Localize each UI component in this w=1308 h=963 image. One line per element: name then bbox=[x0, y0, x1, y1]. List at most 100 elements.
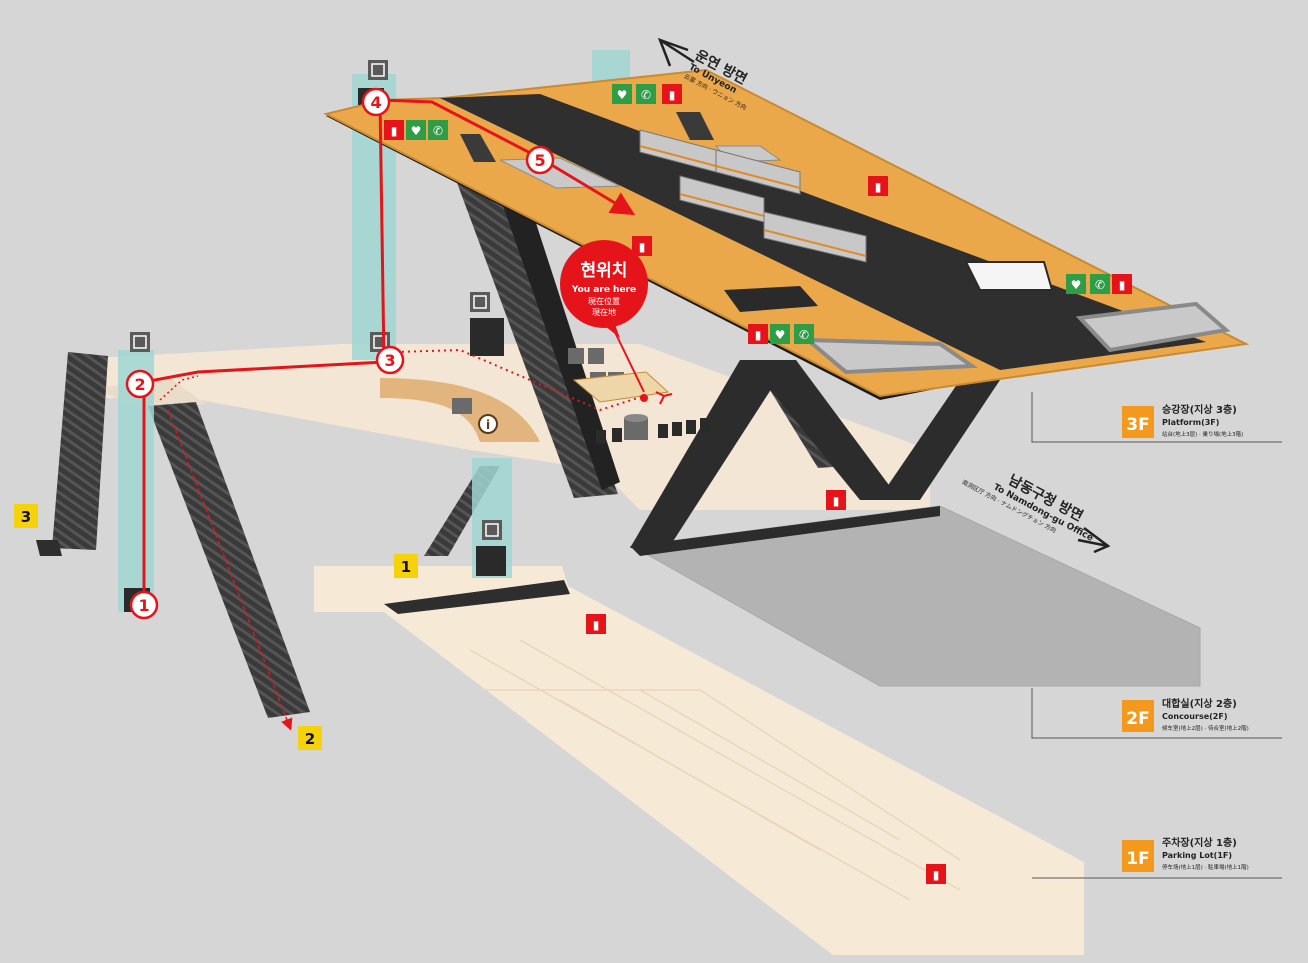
floor-badge: 2F bbox=[1126, 709, 1149, 729]
svg-text:▮: ▮ bbox=[755, 328, 762, 342]
route-step-3: 3 bbox=[375, 345, 405, 375]
fire-extinguisher-icons: ▮ ▮ ▮ ▮ ▮ ▮ ▮ ▮ ▮ bbox=[384, 84, 1132, 884]
parking-lot-floor bbox=[314, 566, 1084, 955]
route-step-5: 5 bbox=[525, 145, 555, 175]
floor-name-ko: 주차장(지상 1층) bbox=[1162, 836, 1237, 849]
fire-extinguisher-icon: ▮ bbox=[868, 176, 888, 196]
ticket-gates bbox=[596, 418, 710, 444]
svg-text:♥: ♥ bbox=[1071, 278, 1082, 292]
floor-name-sub: 候车室(地上2层) · 待合室(地上2階) bbox=[1162, 724, 1249, 732]
emergency-phone-icon: ✆ bbox=[1090, 274, 1110, 294]
transit-card-icon bbox=[452, 398, 472, 414]
you-are-here-cn: 現在位置 bbox=[588, 296, 620, 306]
fire-extinguisher-icon: ▮ bbox=[826, 490, 846, 510]
parking-grid bbox=[469, 639, 961, 901]
fire-extinguisher-icon: ▮ bbox=[926, 864, 946, 884]
svg-text:✆: ✆ bbox=[1095, 278, 1105, 292]
emergency-phone-icon: ✆ bbox=[636, 84, 656, 104]
elevator-icon bbox=[368, 60, 388, 80]
svg-text:▮: ▮ bbox=[933, 868, 940, 882]
floor-name-sub: 停车场(地上1层) · 駐車場(地上1階) bbox=[1162, 863, 1249, 871]
platform-escalator-tops bbox=[460, 112, 714, 162]
svg-text:✆: ✆ bbox=[799, 328, 809, 342]
platform-void-4 bbox=[1075, 301, 1231, 353]
route-step-label: 1 bbox=[138, 596, 149, 615]
elevator-icon bbox=[470, 292, 490, 312]
emergency-phone-icon: ✆ bbox=[794, 324, 814, 344]
svg-text:♥: ♥ bbox=[775, 328, 786, 342]
svg-text:✆: ✆ bbox=[433, 124, 443, 138]
route-step-label: 3 bbox=[384, 351, 395, 370]
elevator-icon bbox=[130, 332, 150, 352]
left-stairs bbox=[36, 352, 310, 718]
exit-badges: 3 1 2 bbox=[14, 504, 418, 750]
arrow-up-left-icon bbox=[657, 37, 695, 67]
fire-extinguisher-icon: ▮ bbox=[748, 324, 768, 344]
floor-name-sub: 站台(地上3层) · 乗り場(地上3階) bbox=[1162, 430, 1243, 438]
exit-number: 1 bbox=[401, 558, 411, 576]
concourse-facilities: i bbox=[452, 348, 710, 444]
route-step-label: 4 bbox=[370, 93, 381, 112]
fire-extinguisher-icon: ▮ bbox=[662, 84, 682, 104]
fire-extinguisher-icon: ▮ bbox=[632, 236, 652, 256]
svg-text:✆: ✆ bbox=[641, 88, 651, 102]
aed-icon: ♥ bbox=[1066, 274, 1086, 294]
svg-text:▮: ▮ bbox=[593, 618, 600, 632]
elevator-icon bbox=[482, 520, 502, 540]
floor-badge: 1F bbox=[1126, 849, 1149, 869]
svg-text:▮: ▮ bbox=[875, 180, 882, 194]
route-step-label: 5 bbox=[534, 151, 545, 170]
route-step-1: 1 bbox=[129, 590, 159, 620]
platform-void-5 bbox=[964, 261, 1054, 291]
svg-text:▮: ▮ bbox=[669, 88, 676, 102]
floor-badge: 3F bbox=[1126, 415, 1149, 435]
floor-legend: 3F 승강장(지상 3층) Platform(3F) 站台(地上3层) · 乗り… bbox=[1031, 392, 1282, 879]
route-step-4: 4 bbox=[361, 87, 391, 117]
fire-extinguisher-icon: ▮ bbox=[1112, 274, 1132, 294]
info-icon: i bbox=[478, 414, 498, 434]
you-are-here-en: You are here bbox=[571, 285, 636, 295]
svg-text:♥: ♥ bbox=[411, 124, 422, 138]
floor-legend-3f: 3F 승강장(지상 3층) Platform(3F) 站台(地上3层) · 乗り… bbox=[1031, 392, 1282, 443]
train-car bbox=[715, 149, 801, 195]
emergency-exit-icon bbox=[640, 391, 673, 405]
floor-legend-1f: 1F 주차장(지상 1층) Parking Lot(1F) 停车场(地上1层) … bbox=[1032, 836, 1282, 879]
svg-text:▮: ▮ bbox=[639, 240, 646, 254]
emergency-icons: ♥ ✆ ♥ ✆ ♥ ✆ ♥ ✆ bbox=[406, 84, 1110, 344]
ticket-machine bbox=[624, 414, 648, 440]
route-step-label: 2 bbox=[134, 375, 145, 394]
you-are-here-marker: 현위치 You are here 現在位置 現在地 bbox=[560, 240, 648, 338]
fire-extinguisher-icon: ▮ bbox=[384, 120, 404, 140]
you-are-here-title: 현위치 bbox=[581, 261, 628, 281]
route-step-markers: 1 2 3 4 5 bbox=[125, 87, 555, 620]
gray-plaza bbox=[630, 505, 1201, 687]
floor-legend-2f: 2F 대합실(지상 2층) Concourse(2F) 候车室(地上2层) · … bbox=[1031, 688, 1282, 739]
aed-icon: ♥ bbox=[612, 84, 632, 104]
route-step-2: 2 bbox=[125, 369, 155, 399]
platform-void-6 bbox=[724, 286, 818, 312]
svg-text:▮: ▮ bbox=[391, 124, 398, 138]
exit-1-badge: 1 bbox=[394, 554, 418, 578]
floor-name-ko: 대합실(지상 2층) bbox=[1162, 697, 1237, 710]
emergency-phone-icon: ✆ bbox=[428, 120, 448, 140]
exit-number: 2 bbox=[305, 730, 315, 748]
platform-pillars bbox=[630, 360, 1000, 556]
exit-2-badge: 2 bbox=[298, 726, 322, 750]
floor-name-ko: 승강장(지상 3층) bbox=[1162, 403, 1237, 416]
floor-name-en: Parking Lot(1F) bbox=[1162, 851, 1232, 860]
floor-name-en: Concourse(2F) bbox=[1162, 712, 1227, 721]
trains bbox=[639, 129, 867, 263]
aed-icon: ♥ bbox=[406, 120, 426, 140]
floor-name-en: Platform(3F) bbox=[1162, 418, 1219, 427]
svg-text:▮: ▮ bbox=[833, 494, 840, 508]
exit-number: 3 bbox=[21, 508, 31, 526]
svg-text:i: i bbox=[486, 418, 490, 432]
fire-extinguisher-icon: ▮ bbox=[586, 614, 606, 634]
exit-3-badge: 3 bbox=[14, 504, 38, 528]
platform-void-3 bbox=[802, 337, 979, 375]
svg-text:♥: ♥ bbox=[617, 88, 628, 102]
arrow-down-right-icon bbox=[1077, 527, 1111, 554]
you-are-here-jp: 現在地 bbox=[592, 307, 616, 317]
train-car bbox=[763, 211, 867, 263]
